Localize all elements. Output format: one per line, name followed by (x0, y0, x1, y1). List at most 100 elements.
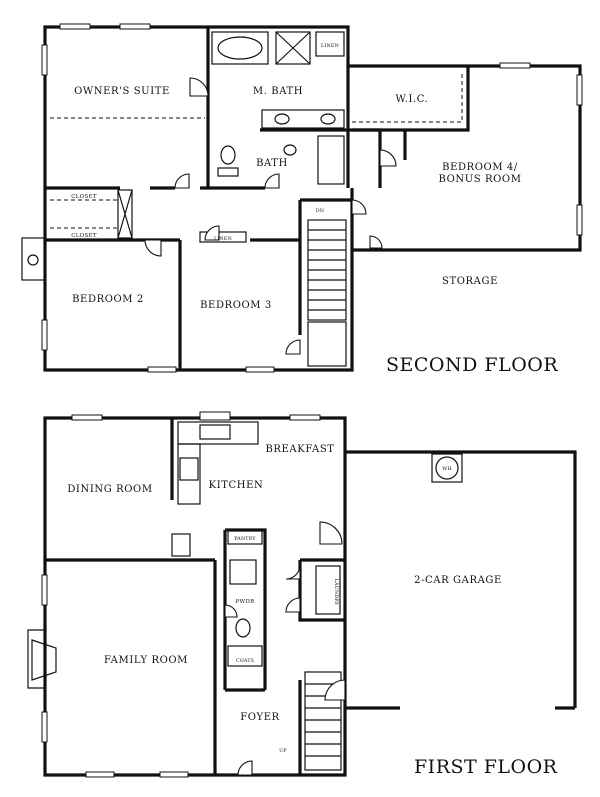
kitchen-sink-icon (199, 424, 231, 440)
window-icon (119, 23, 151, 30)
kitchen-wall (45, 418, 217, 775)
wic-shelf-line (352, 74, 463, 123)
second-floor-title: SECOND FLOOR (386, 354, 558, 376)
bath-label: BATH (256, 158, 288, 169)
toilet-tank-icon (217, 167, 239, 177)
door-swing-icon (379, 149, 397, 167)
coat-closet-icon (227, 645, 263, 667)
tub-icon (217, 36, 263, 60)
storage-label: STORAGE (442, 276, 498, 287)
window-icon (159, 771, 189, 778)
kitchen-counter-icon (177, 443, 201, 505)
door-swing-icon (324, 679, 346, 701)
door-swing-icon (369, 235, 383, 249)
wic-wall (348, 66, 470, 132)
hall-linen-icon (199, 231, 247, 243)
door-swing-icon (204, 225, 220, 241)
foyer-label: FOYER (240, 712, 280, 723)
first-floor-plan: BREAKFAST DINING ROOM KITCHEN 2-CAR GARA… (27, 411, 577, 778)
window-icon (71, 414, 103, 421)
second-floor-plan: OWNER'S SUITE M. BATH W.I.C. BEDROOM 4/ … (21, 23, 583, 376)
window-icon (59, 23, 91, 30)
closet-label: CLOSET (71, 194, 97, 200)
stove-icon (179, 457, 199, 481)
storage-closet-icon (307, 321, 347, 367)
laundry-wall (298, 558, 345, 622)
water-heater-icon (431, 453, 463, 483)
water-heater-label: WH (442, 466, 452, 472)
stair-wall (300, 128, 382, 250)
closet-label: CLOSET (71, 233, 97, 239)
pantry-label: PANTRY (234, 536, 256, 542)
owners-suite-label: OWNER'S SUITE (74, 86, 170, 97)
pantry-icon (227, 529, 263, 545)
breakfast-label: BREAKFAST (265, 444, 334, 455)
window-icon (147, 366, 177, 373)
hall-wall (120, 200, 302, 370)
door-swing-icon (224, 604, 238, 618)
stair-up-label: UP (279, 748, 287, 754)
window-icon (499, 62, 531, 69)
kitchen-counter-icon (177, 421, 259, 445)
laundry-label: LAUNDRY (333, 579, 339, 606)
window-icon (199, 411, 231, 421)
window-icon (576, 74, 583, 106)
door-swing-icon (237, 760, 253, 776)
pwdr-toilet-icon (235, 618, 251, 638)
bath-wall (206, 27, 350, 188)
hall-sink-icon (283, 144, 297, 156)
first-floor-stair-treads (305, 683, 341, 757)
pwdr-label: PWDR (235, 599, 255, 605)
window-icon (245, 366, 275, 373)
door-swing-icon (174, 173, 190, 189)
tub-surround-icon (211, 31, 269, 65)
water-heater-tank-icon (435, 456, 459, 480)
closet-shelf-line (50, 199, 120, 229)
door-swing-icon (285, 339, 301, 355)
door-swing-icon (285, 564, 301, 580)
dining-room-label: DINING ROOM (67, 484, 152, 495)
door-swing-icon (264, 173, 280, 189)
door-swing-icon (144, 239, 162, 257)
first-floor-title: FIRST FLOOR (414, 756, 558, 778)
bedroom3-label: BEDROOM 3 (200, 300, 272, 311)
garage-walls (345, 450, 577, 710)
window-icon (41, 44, 48, 76)
window-icon (576, 204, 583, 236)
shower-icon (275, 31, 311, 65)
sink-left-icon (274, 113, 290, 125)
kitchen-label: KITCHEN (209, 480, 264, 491)
family-room-label: FAMILY ROOM (104, 655, 188, 666)
hall-tub-icon (317, 135, 345, 185)
linen-label: LINEN (321, 43, 339, 49)
wic-label: W.I.C. (396, 94, 429, 105)
door-swing-icon (285, 597, 301, 613)
stair-dn-label: DN (316, 208, 324, 214)
coats-label: COATS (236, 658, 254, 664)
sink-right-icon (320, 113, 336, 125)
master-bath-label: M. BATH (253, 86, 303, 97)
chimney-icon (21, 237, 46, 281)
first-floor-stair-icon (304, 671, 342, 771)
window-icon (41, 711, 48, 743)
window-icon (289, 414, 321, 421)
garage-label: 2-CAR GARAGE (414, 575, 502, 586)
toilet-icon (220, 145, 236, 165)
window-icon (41, 319, 48, 351)
window-icon (41, 574, 48, 606)
bedroom2-label: BEDROOM 2 (72, 294, 144, 305)
shower-x-icon (275, 31, 311, 65)
window-icon (85, 771, 115, 778)
pwdr-sink-icon (229, 559, 257, 585)
second-floor-outer-walls (43, 25, 582, 372)
door-swing-icon (189, 77, 209, 97)
closet-x-icon (117, 189, 133, 239)
vanity-icon (261, 109, 345, 129)
closet-door-icon (117, 189, 133, 239)
chimney-flue-icon (27, 254, 39, 266)
fireplace-icon (27, 629, 57, 689)
door-swing-icon (351, 199, 367, 215)
linen-cabinet-icon (315, 31, 345, 57)
bedroom4-label-line2: BONUS ROOM (438, 174, 521, 185)
